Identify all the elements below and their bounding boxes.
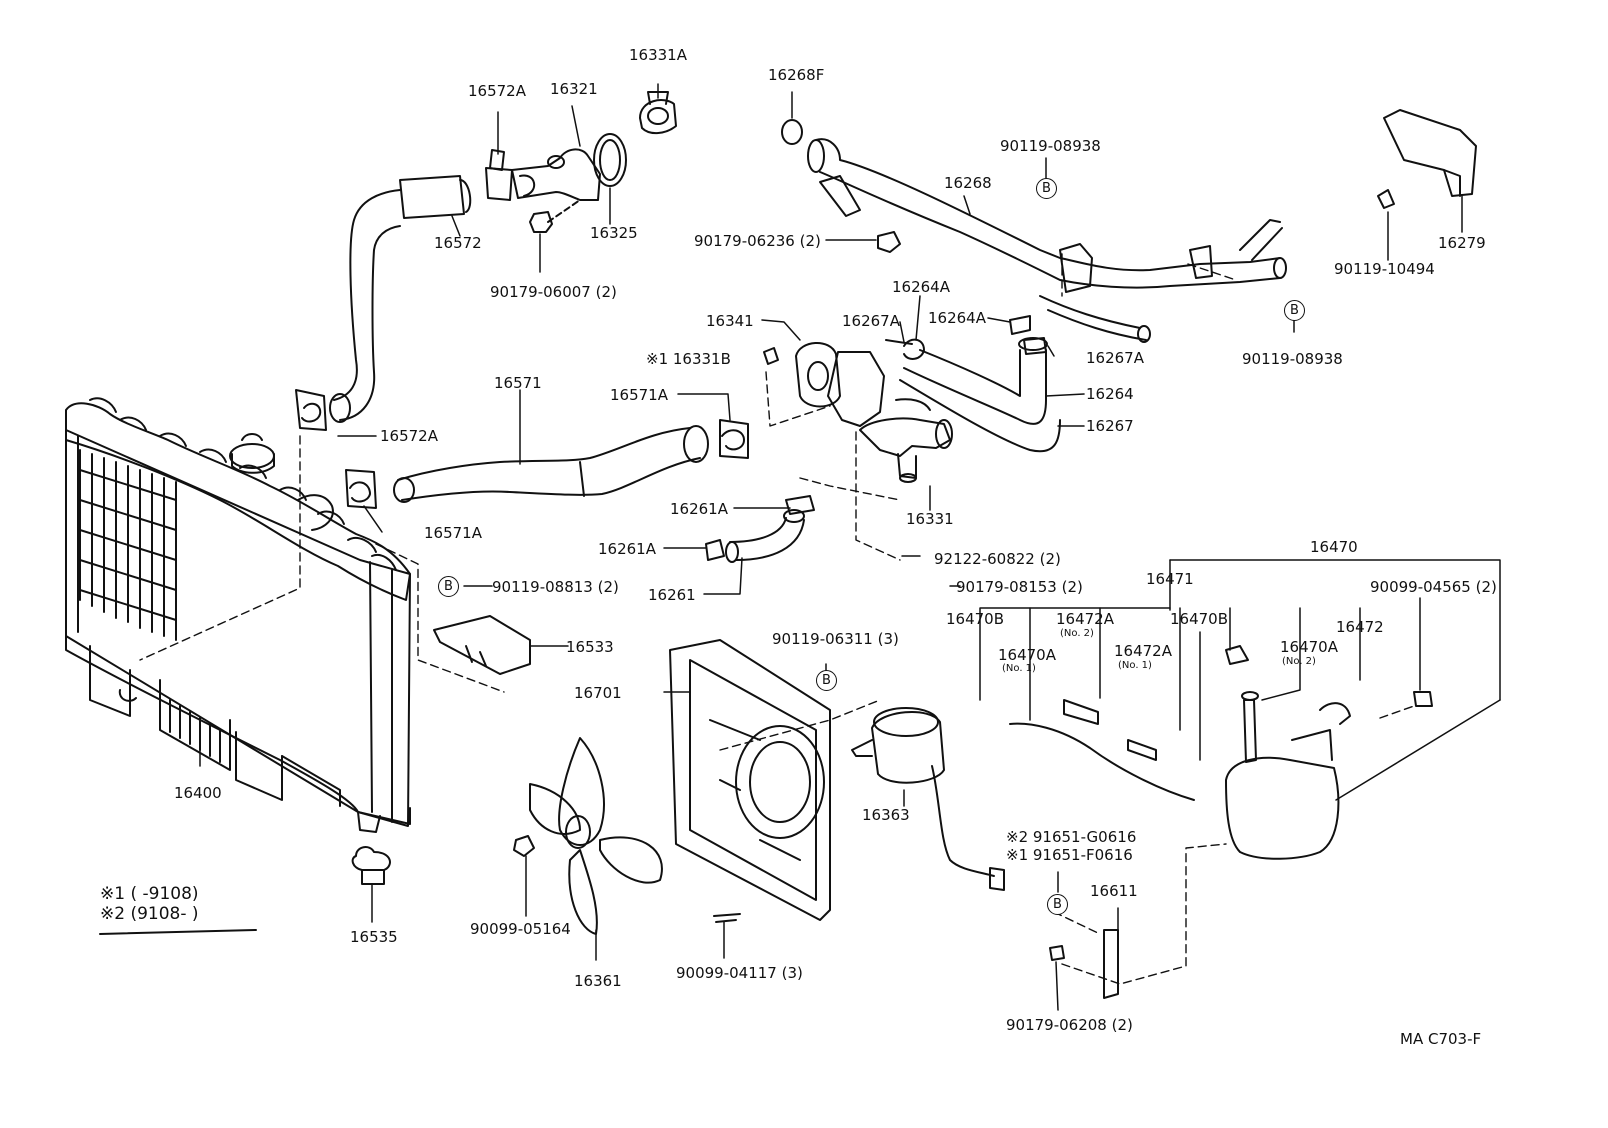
sublabel-no1-a: (No. 1)	[1002, 663, 1036, 674]
label-16267A-2: 16267A	[1086, 349, 1144, 367]
label-16470B-1: 16470B	[946, 610, 1005, 628]
label-16571A-1: 16571A	[610, 386, 668, 404]
label-90099-05164: 90099-05164	[470, 920, 571, 938]
label-16331A: 16331A	[629, 46, 687, 64]
b-marker-2: B	[1284, 300, 1305, 321]
label-90119-08938-right: 90119-08938	[1242, 350, 1343, 368]
label-16264A-2: 16264A	[928, 309, 986, 327]
label-16470A-no1: 16470A	[998, 646, 1056, 664]
label-91651-G0616: ※2 91651-G0616	[1006, 828, 1137, 846]
footnote-1: ※1 ( -9108)	[100, 884, 199, 904]
label-16571A-2: 16571A	[424, 524, 482, 542]
label-16472A-no1: 16472A	[1114, 642, 1172, 660]
label-90099-04565: 90099-04565 (2)	[1370, 578, 1497, 596]
reservoir-16470	[1009, 645, 1433, 999]
label-90119-08813: 90119-08813 (2)	[492, 578, 619, 596]
label-16268F: 16268F	[768, 66, 825, 84]
label-16361: 16361	[574, 972, 622, 990]
label-16341: 16341	[706, 312, 754, 330]
radiator-16400	[65, 397, 411, 885]
label-16331B: ※1 16331B	[646, 350, 731, 368]
footnote-2: ※2 (9108- )	[100, 904, 199, 924]
label-16400: 16400	[174, 784, 222, 802]
label-90119-10494: 90119-10494	[1334, 260, 1435, 278]
footnote-underline	[99, 929, 257, 935]
label-16261A-2: 16261A	[598, 540, 656, 558]
b-marker-4: B	[816, 670, 837, 691]
hose-16571	[345, 419, 749, 509]
sublabel-no1-b: (No. 1)	[1118, 660, 1152, 671]
sublabel-no2-b: (No. 2)	[1282, 656, 1316, 667]
label-16611: 16611	[1090, 882, 1138, 900]
label-90179-06208: 90179-06208 (2)	[1006, 1016, 1133, 1034]
label-16264A-1: 16264A	[892, 278, 950, 296]
label-16471: 16471	[1146, 570, 1194, 588]
label-16533: 16533	[566, 638, 614, 656]
label-16331: 16331	[906, 510, 954, 528]
label-16261A-1: 16261A	[670, 500, 728, 518]
label-16267A-1: 16267A	[842, 312, 900, 330]
label-90119-06311: 90119-06311 (3)	[772, 630, 899, 648]
hose-16261	[705, 495, 815, 563]
label-16470A-no2: 16470A	[1280, 638, 1338, 656]
label-16268: 16268	[944, 174, 992, 192]
b-marker-5: B	[1047, 894, 1068, 915]
label-16701: 16701	[574, 684, 622, 702]
label-16572A-top: 16572A	[468, 82, 526, 100]
label-16264: 16264	[1086, 385, 1134, 403]
fan-motor-16363	[713, 707, 1005, 923]
label-90119-08938-top: 90119-08938	[1000, 137, 1101, 155]
label-16572: 16572	[434, 234, 482, 252]
bracket-16279	[1377, 109, 1477, 209]
fan-16361	[513, 737, 663, 935]
label-16363: 16363	[862, 806, 910, 824]
diagram-code: MA C703-F	[1400, 1030, 1482, 1048]
water-pipe-16268	[781, 119, 1287, 343]
label-16261: 16261	[648, 586, 696, 604]
label-90179-08153: 90179-08153 (2)	[956, 578, 1083, 596]
label-16470B-2: 16470B	[1170, 610, 1229, 628]
label-16325: 16325	[590, 224, 638, 242]
label-16571: 16571	[494, 374, 542, 392]
label-90179-06007: 90179-06007 (2)	[490, 283, 617, 301]
label-16267: 16267	[1086, 417, 1134, 435]
thermostat-housing-16321	[511, 91, 677, 233]
b-marker-3: B	[438, 576, 459, 597]
label-16321: 16321	[550, 80, 598, 98]
sublabel-no2-a: (No. 2)	[1060, 628, 1094, 639]
label-16572A-bottom: 16572A	[380, 427, 438, 445]
label-90099-04117: 90099-04117 (3)	[676, 964, 803, 982]
label-90179-06236: 90179-06236 (2)	[694, 232, 821, 250]
label-16470: 16470	[1310, 538, 1358, 556]
label-16472: 16472	[1336, 618, 1384, 636]
bracket-16533	[433, 615, 531, 675]
dashed-lines	[139, 253, 1415, 985]
b-marker-1: B	[1036, 178, 1057, 199]
fan-shroud-16701	[669, 639, 831, 921]
hoses-16264-16267	[885, 315, 1061, 453]
leader-lines	[199, 83, 1501, 1011]
upper-hose-16572	[295, 149, 513, 431]
label-16472A-no2: 16472A	[1056, 610, 1114, 628]
label-91651-F0616: ※1 91651-F0616	[1006, 846, 1133, 864]
water-outlet-16331	[763, 342, 953, 483]
label-16279: 16279	[1438, 234, 1486, 252]
label-16535: 16535	[350, 928, 398, 946]
label-92122-60822: 92122-60822 (2)	[934, 550, 1061, 568]
